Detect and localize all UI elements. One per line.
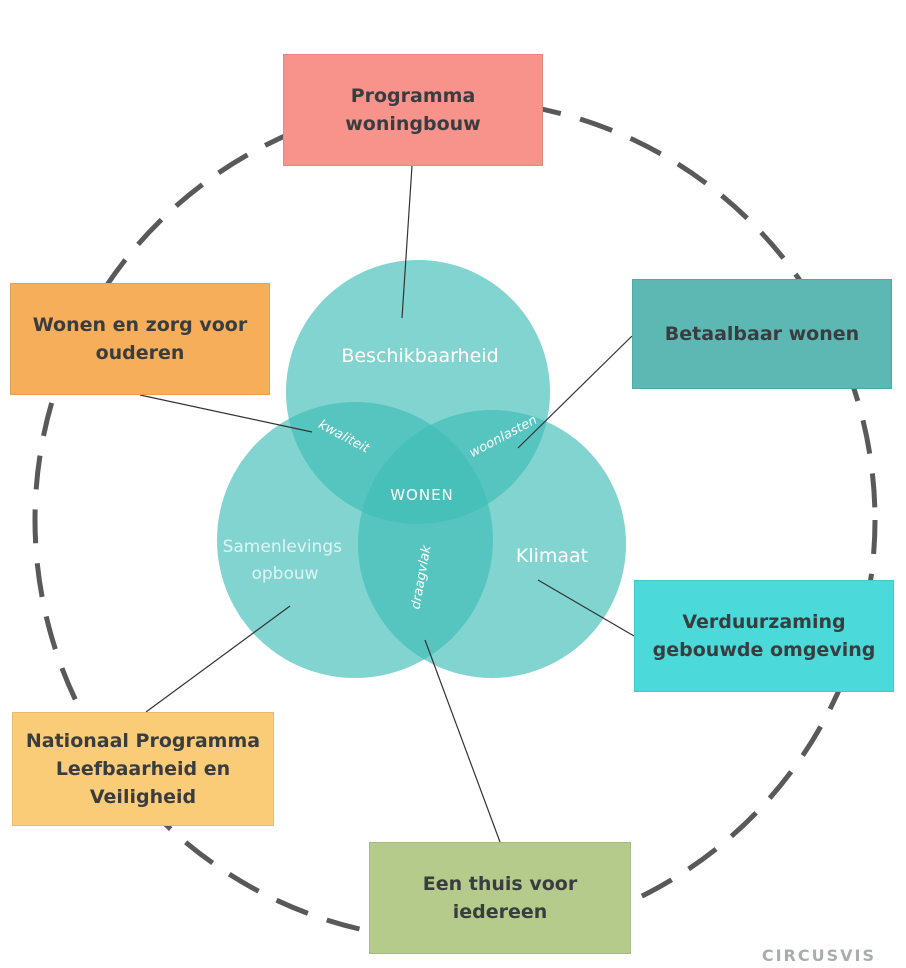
label-samenlevingsopbouw: Samenlevings opbouw [223, 537, 348, 584]
box-verduurzaming: Verduurzaming gebouwde omgeving [634, 580, 894, 692]
label-samenlevingsopbouw-line1: Samenlevings [223, 537, 343, 557]
label-wonen: WONEN [390, 486, 454, 504]
connector-woningbouw [401, 165, 413, 319]
box-nationaal-programma-leefbaarheid: Nationaal Programma Leefbaarheid en Veil… [12, 712, 274, 826]
box-betaalbaar-wonen: Betaalbaar wonen [632, 279, 892, 389]
connector-ouderen [139, 394, 313, 433]
connector-leefbaarheid [145, 605, 291, 713]
circusvis-watermark: CIRCUSVIS [761, 946, 876, 965]
connector-thuis [424, 639, 501, 843]
connector-betaalbaar [517, 335, 633, 449]
label-samenlevingsopbouw-line2: opbouw [251, 564, 318, 584]
label-beschikbaarheid: Beschikbaarheid [341, 345, 498, 367]
connector-verduurzaming [537, 579, 635, 637]
venn-circle-klimaat [358, 410, 626, 678]
label-klimaat: Klimaat [516, 545, 588, 567]
box-wonen-en-zorg-ouderen: Wonen en zorg voor ouderen [10, 283, 270, 395]
box-programma-woningbouw: Programma woningbouw [283, 54, 543, 166]
box-een-thuis-voor-iedereen: Een thuis voor iedereen [369, 842, 631, 954]
